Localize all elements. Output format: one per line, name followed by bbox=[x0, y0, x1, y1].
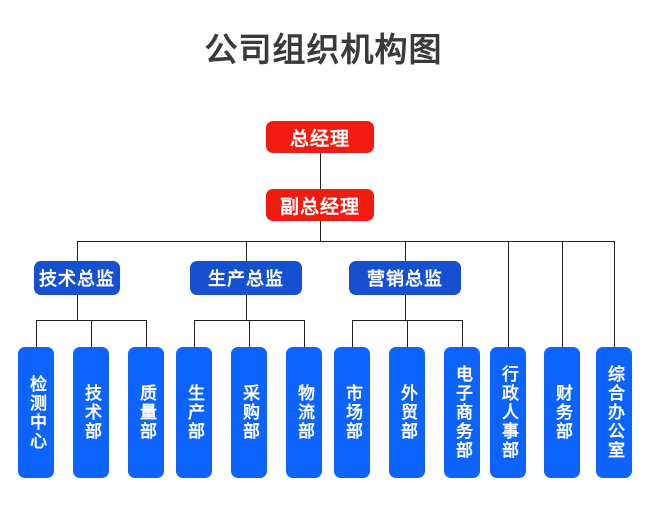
connector-production-to-logistics-dept bbox=[304, 320, 305, 347]
connector-bus-to-tech-director bbox=[77, 241, 78, 261]
node-foreign-trade-dept-label: 外贸部 bbox=[398, 384, 418, 441]
node-foreign-trade-dept[interactable]: 外贸部 bbox=[389, 347, 425, 478]
node-production-dept[interactable]: 生产部 bbox=[176, 347, 212, 478]
node-vice-general-manager-label: 副总经理 bbox=[279, 196, 360, 218]
connector-bus-to-finance-dept bbox=[562, 241, 563, 347]
node-technology-dept-label: 技术部 bbox=[82, 384, 102, 441]
connector-production-to-production-dept bbox=[194, 320, 195, 347]
connector-tech-to-inspection-center bbox=[36, 320, 37, 347]
node-production-dept-label: 生产部 bbox=[185, 384, 205, 441]
connector-sales-to-foreign-trade-dept bbox=[407, 320, 408, 347]
node-inspection-center-label: 检测中心 bbox=[27, 374, 47, 451]
connector-tech-director-stem bbox=[77, 295, 78, 321]
node-production-director-label: 生产总监 bbox=[208, 269, 284, 289]
node-market-dept-label: 市场部 bbox=[343, 384, 363, 441]
page-title: 公司组织机构图 bbox=[204, 31, 443, 68]
node-sales-director-label: 营销总监 bbox=[367, 269, 443, 289]
node-ecommerce-dept[interactable]: 电子商务部 bbox=[444, 347, 480, 478]
node-quality-dept[interactable]: 质量部 bbox=[128, 347, 164, 478]
node-admin-hr-dept-label: 行政人事部 bbox=[499, 365, 519, 460]
node-general-office-label: 综合办公室 bbox=[605, 365, 625, 460]
node-general-manager-label: 总经理 bbox=[289, 128, 350, 150]
connector-vgm-stem bbox=[320, 221, 321, 242]
connector-tech-to-technology-dept bbox=[91, 320, 92, 347]
connector-production-director-stem bbox=[246, 295, 247, 321]
node-finance-dept[interactable]: 财务部 bbox=[544, 347, 580, 478]
node-purchasing-dept[interactable]: 采购部 bbox=[231, 347, 267, 478]
node-logistics-dept-label: 物流部 bbox=[295, 384, 315, 441]
node-technology-director[interactable]: 技术总监 bbox=[34, 261, 120, 295]
connector-tech-to-quality-dept bbox=[146, 320, 147, 347]
node-general-office[interactable]: 综合办公室 bbox=[596, 347, 632, 478]
node-logistics-dept[interactable]: 物流部 bbox=[286, 347, 322, 478]
connector-bus-to-admin-hr-dept bbox=[508, 241, 509, 347]
node-vice-general-manager[interactable]: 副总经理 bbox=[266, 189, 374, 221]
node-technology-dept[interactable]: 技术部 bbox=[73, 347, 109, 478]
connector-bus-to-production-director bbox=[246, 241, 247, 261]
node-general-manager[interactable]: 总经理 bbox=[266, 121, 374, 153]
connector-sales-to-ecommerce-dept bbox=[462, 320, 463, 347]
connector-sales-director-stem bbox=[405, 295, 406, 321]
node-quality-dept-label: 质量部 bbox=[137, 384, 157, 441]
node-production-director[interactable]: 生产总监 bbox=[190, 261, 302, 295]
connector-gm-to-vgm bbox=[320, 153, 321, 189]
node-market-dept[interactable]: 市场部 bbox=[334, 347, 370, 478]
node-sales-director[interactable]: 营销总监 bbox=[349, 261, 461, 295]
node-technology-director-label: 技术总监 bbox=[39, 269, 115, 289]
node-finance-dept-label: 财务部 bbox=[553, 384, 573, 441]
node-admin-hr-dept[interactable]: 行政人事部 bbox=[490, 347, 526, 478]
connector-bus-to-sales-director bbox=[405, 241, 406, 261]
node-purchasing-dept-label: 采购部 bbox=[240, 384, 260, 441]
connector-sales-to-market-dept bbox=[352, 320, 353, 347]
node-ecommerce-dept-label: 电子商务部 bbox=[453, 365, 473, 460]
connector-main-bus bbox=[77, 241, 614, 242]
node-inspection-center[interactable]: 检测中心 bbox=[18, 347, 54, 478]
connector-bus-to-general-office bbox=[614, 241, 615, 347]
connector-production-to-purchasing-dept bbox=[249, 320, 250, 347]
